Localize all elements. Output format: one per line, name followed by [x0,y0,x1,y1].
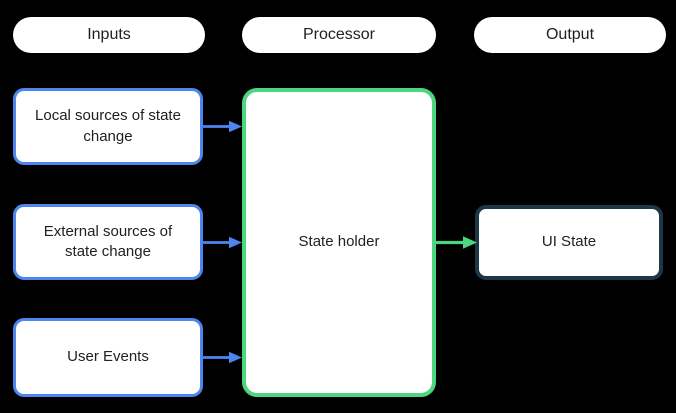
arrow-external-sources-to-state-holder [203,236,242,249]
node-local-sources-of-state-change: Local sources of state change [13,88,203,165]
column-header-processor: Processor [242,17,436,53]
arrow-state-holder-to-ui-state [436,236,477,249]
node-state-holder: State holder [242,88,436,397]
arrowhead-icon [463,236,477,249]
column-header-inputs: Inputs [13,17,205,53]
arrow-user-events-to-state-holder [203,351,242,364]
node-ui-state: UI State [475,205,663,280]
arrowhead-icon [229,351,242,364]
node-user-events: User Events [13,318,203,397]
column-header-output: Output [474,17,666,53]
arrowhead-icon [229,236,242,249]
arrow-local-sources-to-state-holder [203,120,242,133]
arrowhead-icon [229,120,242,133]
node-external-sources-of-state-change: External sources of state change [13,204,203,280]
